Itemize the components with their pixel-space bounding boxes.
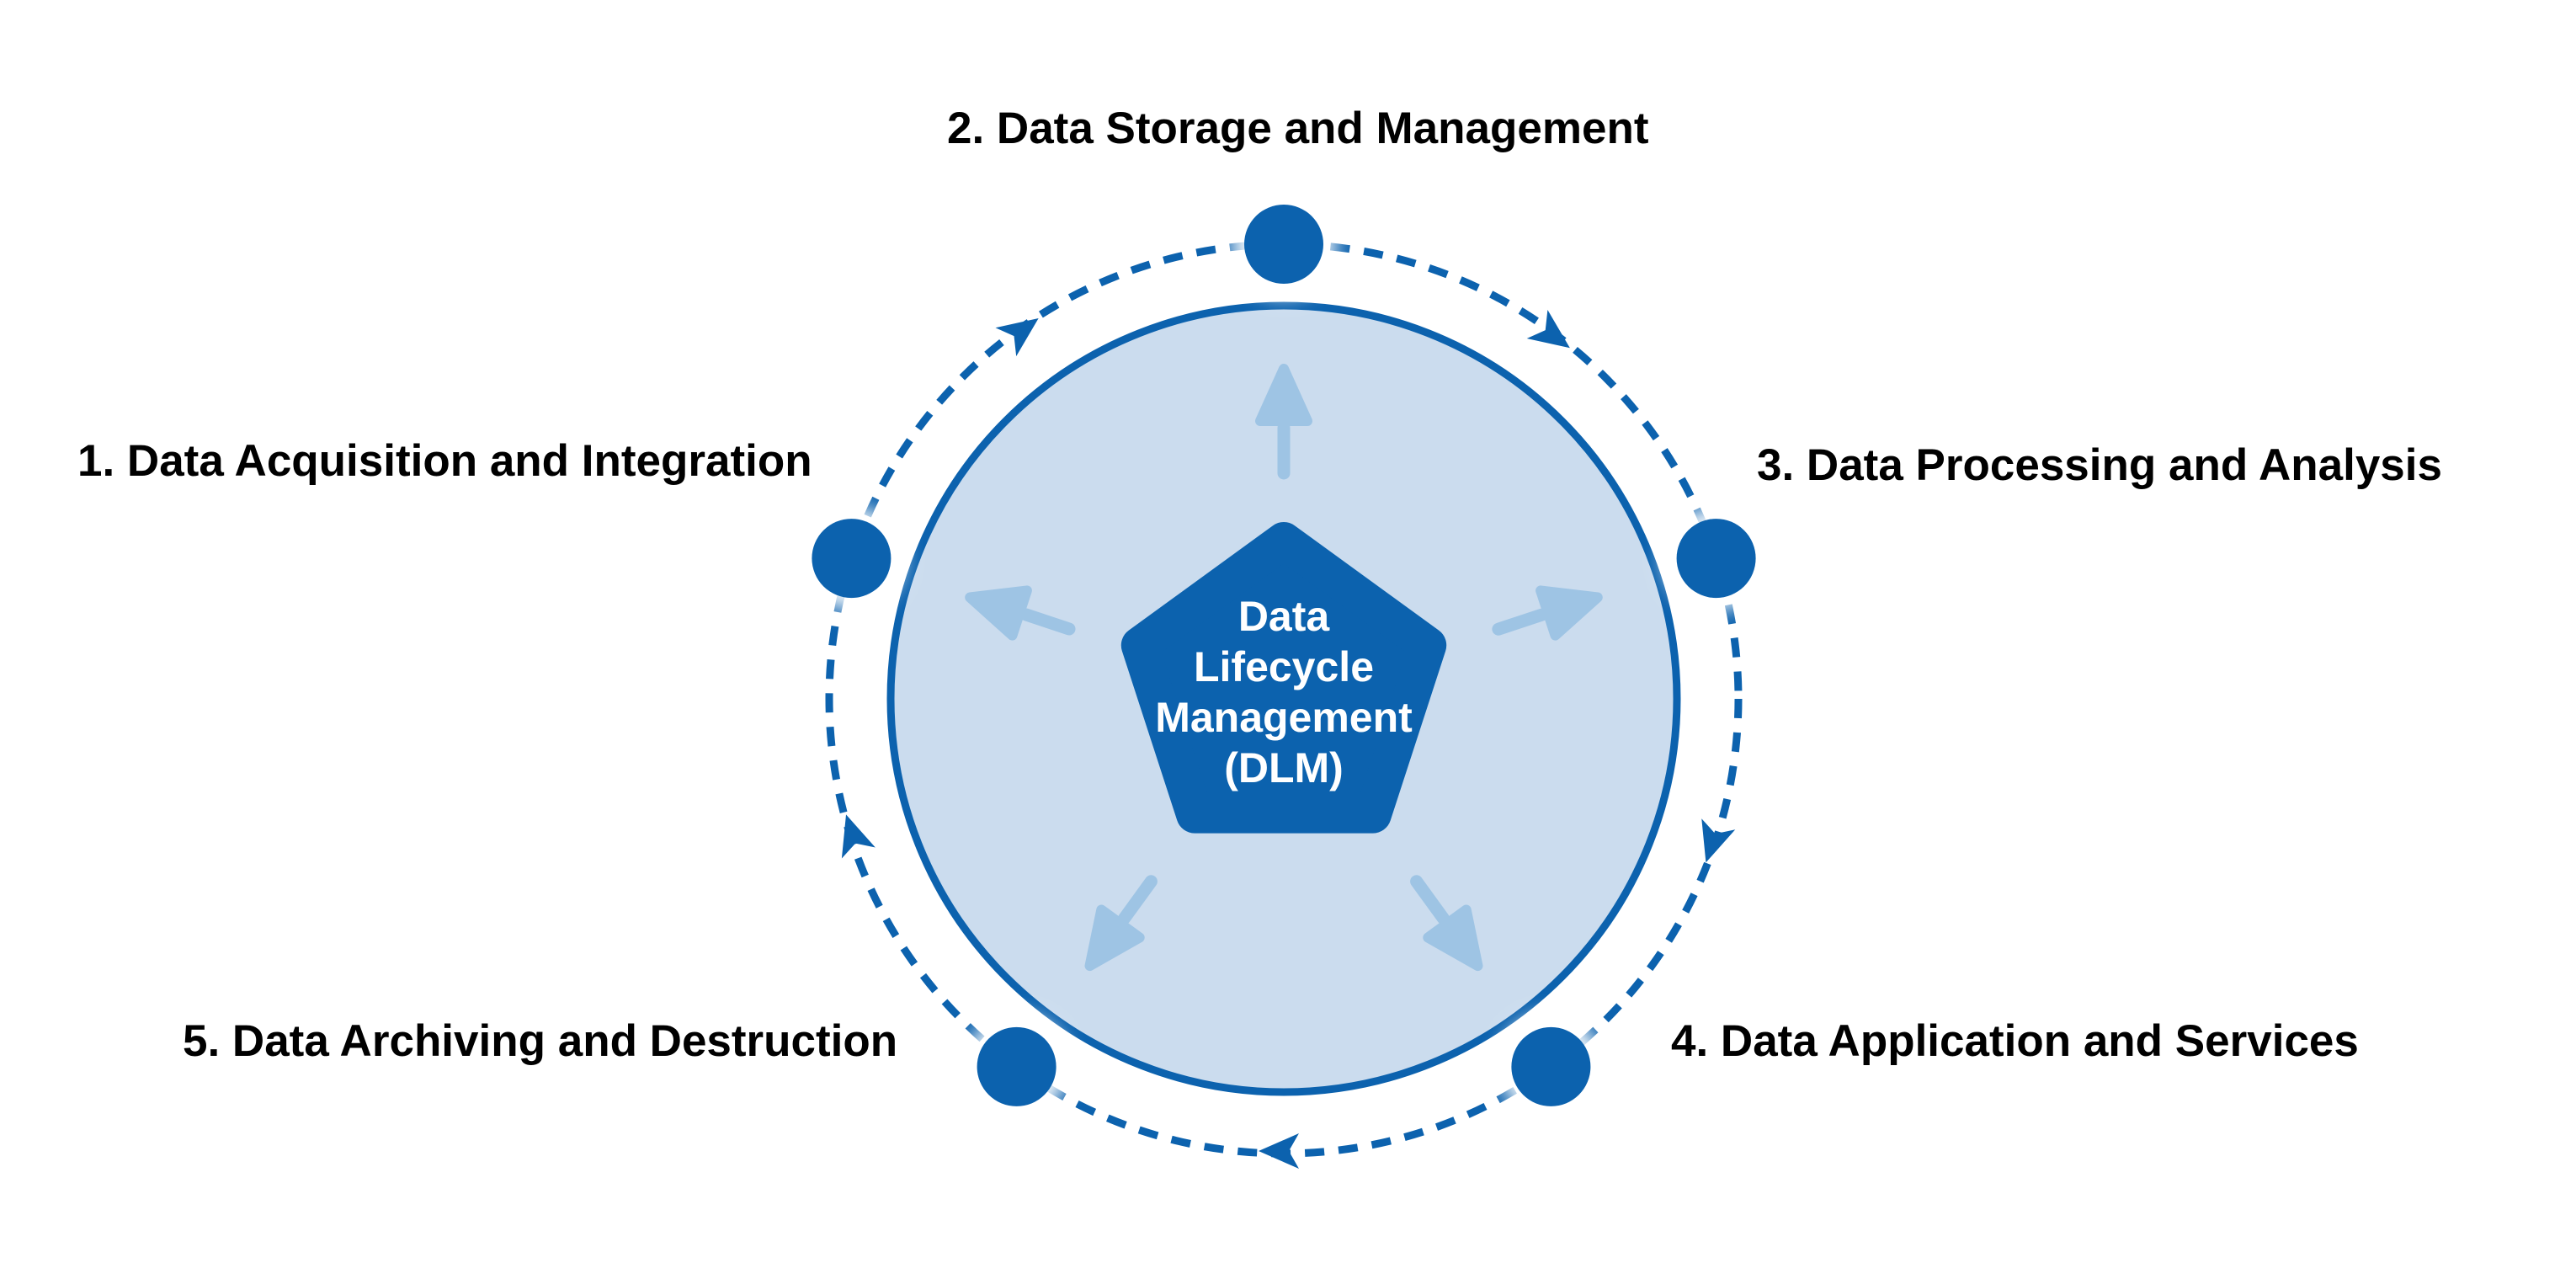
pentagon-title-line: (DLM) xyxy=(1224,744,1344,791)
pentagon-title-line: Lifecycle xyxy=(1193,643,1374,690)
clockwise-arrowhead-icon xyxy=(1701,818,1736,863)
clockwise-arrowhead-icon xyxy=(1526,310,1570,349)
stage-label-2: 2. Data Storage and Management xyxy=(947,104,1649,153)
outward-arrow-left xyxy=(965,585,1076,641)
stage-nodes xyxy=(799,192,1769,1119)
pentagon-title-line: Data xyxy=(1237,593,1330,640)
stage-node-dot-3 xyxy=(1676,519,1756,599)
clockwise-arrowhead-icon xyxy=(1259,1133,1299,1169)
pentagon-title: Data Lifecycle Management (DLM) xyxy=(1115,591,1452,793)
stage-node-dot-2 xyxy=(1244,205,1323,284)
cycle-direction-arrowheads xyxy=(841,310,1736,1169)
dlm-pentagon xyxy=(1120,522,1447,834)
outward-arrow-right xyxy=(1492,585,1603,641)
stage-node-dot-5 xyxy=(977,1026,1056,1106)
stage-label-5: 5. Data Archiving and Destruction xyxy=(183,1016,898,1066)
clockwise-arrowhead-icon xyxy=(995,317,1039,357)
outward-arrow-bottom-right xyxy=(1410,875,1483,972)
clockwise-arrowhead-icon xyxy=(841,814,876,859)
outward-arrow-bottom-left xyxy=(1084,875,1158,972)
stage-node-dot-4 xyxy=(1511,1026,1591,1106)
stage-label-3: 3. Data Processing and Analysis xyxy=(1757,440,2442,490)
outward-arrows xyxy=(965,364,1603,972)
stage-node-dot-1 xyxy=(812,519,891,599)
stage-label-1: 1. Data Acquisition and Integration xyxy=(77,436,812,486)
outward-arrow-top xyxy=(1255,364,1312,480)
stage-label-4: 4. Data Application and Services xyxy=(1671,1016,2359,1066)
pentagon-title-line: Management xyxy=(1155,694,1413,741)
